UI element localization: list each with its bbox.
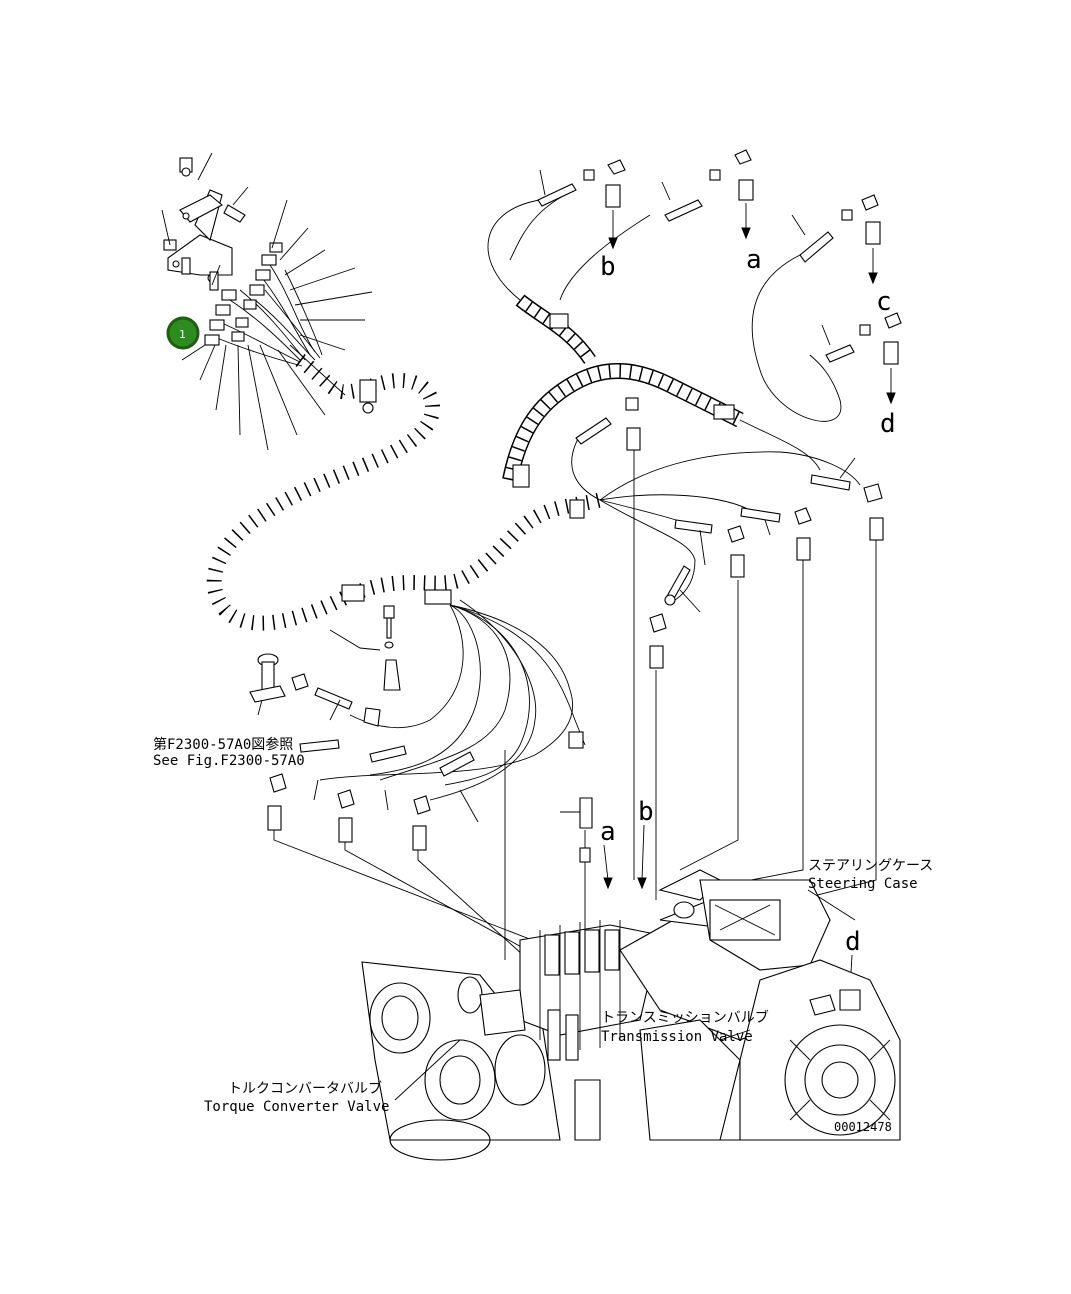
letter-c-top: c xyxy=(876,287,892,317)
lower-left-fittings xyxy=(267,731,593,863)
letter-labels-top: b a c d xyxy=(600,245,896,439)
torque-converter-valve-en: Torque Converter Valve xyxy=(204,1099,389,1115)
top-fittings xyxy=(537,149,902,405)
see-fig-en: See Fig.F2300-57A0 xyxy=(153,753,305,769)
middle-fittings xyxy=(575,397,884,669)
drawing-number: 00012478 xyxy=(834,1120,892,1134)
letter-b-top: b xyxy=(600,252,616,282)
main-harness xyxy=(206,294,744,631)
letter-d-lower: d xyxy=(845,927,861,957)
torque-converter-valve-jp: トルクコンバータバルブ xyxy=(228,1080,382,1097)
see-fig-assembly xyxy=(249,605,401,727)
letter-b-lower: b xyxy=(638,797,654,827)
see-fig-jp: 第F2300-57A0図参照 xyxy=(153,736,293,753)
transmission-valve-en: Transmission Valve xyxy=(601,1029,753,1045)
letter-a-top: a xyxy=(746,245,762,275)
connector-bundle-left xyxy=(161,152,373,451)
steering-case-jp: ステアリングケース xyxy=(808,858,933,874)
transmission-valve-jp: トランスミッションバルブ xyxy=(601,1009,769,1026)
callout-1: 1 xyxy=(166,316,200,350)
callout-number: 1 xyxy=(179,328,186,341)
steering-case-en: Steering Case xyxy=(808,876,918,892)
letter-a-lower: a xyxy=(600,817,616,847)
transmission-assembly xyxy=(361,869,901,1161)
letter-d-top: d xyxy=(880,409,896,439)
